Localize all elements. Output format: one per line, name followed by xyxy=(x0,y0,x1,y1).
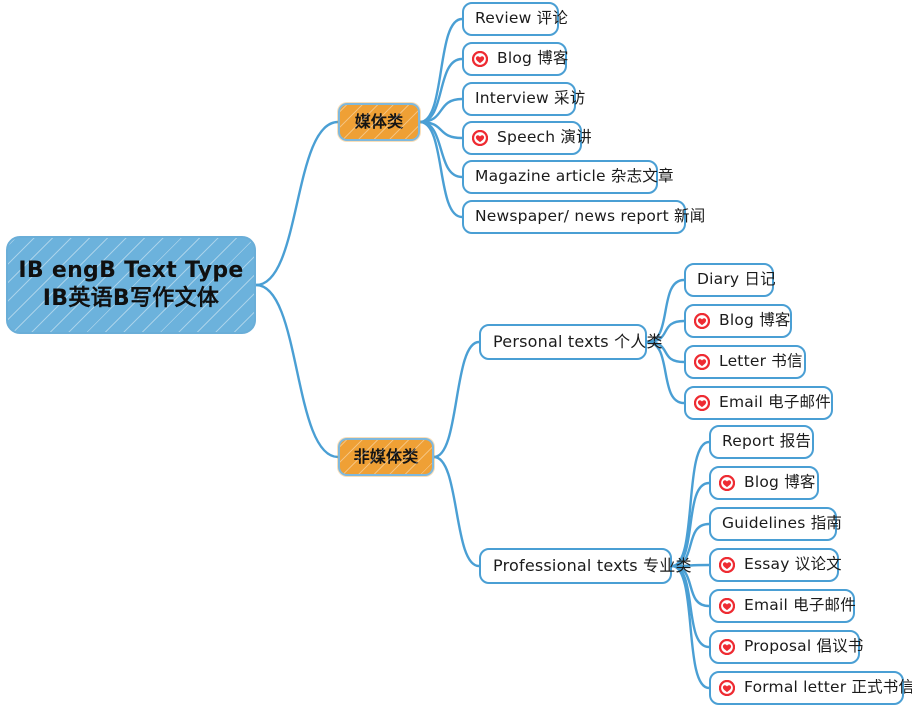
leaf-node-media-interview[interactable]: Interview 采访 xyxy=(462,82,585,116)
leaf-node-professional-report[interactable]: Report 报告 xyxy=(709,425,814,459)
leaf-node-professional-formal-letter[interactable]: Formal letter 正式书信 xyxy=(709,671,912,705)
edge-root-to-non-media xyxy=(254,283,340,459)
leaf-node-media-speech[interactable]: Speech 演讲 xyxy=(462,121,592,155)
leaf-node-personal-email-label: Email 电子邮件 xyxy=(719,393,831,412)
edge-professional-child-5 xyxy=(670,564,711,649)
heart-circle-icon xyxy=(719,680,735,696)
leaf-node-professional-guidelines[interactable]: Guidelines 指南 xyxy=(709,507,842,541)
root-title-line2: IB英语B写作文体 xyxy=(42,286,220,311)
heart-circle-icon xyxy=(719,557,735,573)
heart-circle-icon xyxy=(694,354,710,370)
edge-root-to-media xyxy=(254,120,340,287)
leaf-node-personal-diary-label: Diary 日记 xyxy=(697,270,776,289)
leaf-node-media-review[interactable]: Review 评论 xyxy=(462,2,568,36)
heart-circle-icon xyxy=(694,313,710,329)
heart-circle-icon xyxy=(719,475,735,491)
leaf-node-professional-proposal-label: Proposal 倡议书 xyxy=(744,637,864,656)
leaf-node-professional-blog-label: Blog 博客 xyxy=(744,473,816,492)
branch-node-media[interactable]: 媒体类 xyxy=(338,103,420,141)
leaf-node-personal-blog-label: Blog 博客 xyxy=(719,311,791,330)
heart-circle-icon xyxy=(472,51,488,67)
edge-media-child-2 xyxy=(418,97,464,124)
leaf-node-professional-guidelines-label: Guidelines 指南 xyxy=(722,514,843,533)
leaf-node-professional-blog[interactable]: Blog 博客 xyxy=(709,466,819,500)
branch-node-non-media-label: 非媒体类 xyxy=(353,447,419,466)
edge-media-child-3 xyxy=(418,120,464,140)
group-node-professional-texts[interactable]: Professional texts 专业类 xyxy=(479,548,691,584)
leaf-node-media-newspaper-news-report[interactable]: Newspaper/ news report 新闻 xyxy=(462,200,705,234)
edge-professional-child-6 xyxy=(670,564,711,690)
leaf-node-media-speech-label: Speech 演讲 xyxy=(497,128,592,147)
edge-media-child-0 xyxy=(418,17,464,124)
leaf-node-media-interview-label: Interview 采访 xyxy=(475,89,586,108)
edge-personal-child-3 xyxy=(645,340,686,405)
branch-node-non-media[interactable]: 非媒体类 xyxy=(338,438,434,476)
heart-circle-icon xyxy=(719,598,735,614)
leaf-node-media-magazine-article-label: Magazine article 杂志文章 xyxy=(475,167,674,186)
heart-circle-icon xyxy=(472,130,488,146)
leaf-node-professional-essay[interactable]: Essay 议论文 xyxy=(709,548,842,582)
edge-professional-child-1 xyxy=(670,481,711,568)
edge-media-child-4 xyxy=(418,120,464,179)
leaf-node-personal-letter[interactable]: Letter 书信 xyxy=(684,345,806,379)
edge-media-child-1 xyxy=(418,57,464,124)
branch-node-media-label: 媒体类 xyxy=(354,112,404,131)
leaf-node-professional-essay-label: Essay 议论文 xyxy=(744,555,842,574)
edge-non-media-to-professional xyxy=(432,455,481,568)
heart-circle-icon xyxy=(719,639,735,655)
leaf-node-media-newspaper-news-report-label: Newspaper/ news report 新闻 xyxy=(475,207,706,226)
group-node-personal-texts-label: Personal texts 个人类 xyxy=(493,332,663,351)
heart-circle-icon xyxy=(694,395,710,411)
leaf-node-media-blog[interactable]: Blog 博客 xyxy=(462,42,569,76)
edge-media-child-5 xyxy=(418,120,464,219)
leaf-node-professional-report-label: Report 报告 xyxy=(722,432,812,451)
leaf-node-personal-email[interactable]: Email 电子邮件 xyxy=(684,386,833,420)
leaf-node-professional-email[interactable]: Email 电子邮件 xyxy=(709,589,856,623)
edge-professional-child-0 xyxy=(670,440,711,568)
leaf-node-personal-blog[interactable]: Blog 博客 xyxy=(684,304,792,338)
root-title-line1: IB engB Text Type xyxy=(18,257,244,283)
leaf-node-professional-email-label: Email 电子邮件 xyxy=(744,596,856,615)
group-node-professional-texts-label: Professional texts 专业类 xyxy=(493,556,692,575)
leaf-node-personal-letter-label: Letter 书信 xyxy=(719,352,803,371)
leaf-node-professional-proposal[interactable]: Proposal 倡议书 xyxy=(709,630,863,664)
leaf-node-media-magazine-article[interactable]: Magazine article 杂志文章 xyxy=(462,160,673,194)
group-node-personal-texts[interactable]: Personal texts 个人类 xyxy=(479,324,663,360)
leaf-node-professional-formal-letter-label: Formal letter 正式书信 xyxy=(744,678,912,697)
edge-non-media-to-personal xyxy=(432,340,481,459)
leaf-node-personal-diary[interactable]: Diary 日记 xyxy=(684,263,776,297)
leaf-node-media-review-label: Review 评论 xyxy=(475,9,569,28)
root-node[interactable]: IB engB Text Type IB英语B写作文体 xyxy=(6,236,256,334)
leaf-node-media-blog-label: Blog 博客 xyxy=(497,49,569,68)
